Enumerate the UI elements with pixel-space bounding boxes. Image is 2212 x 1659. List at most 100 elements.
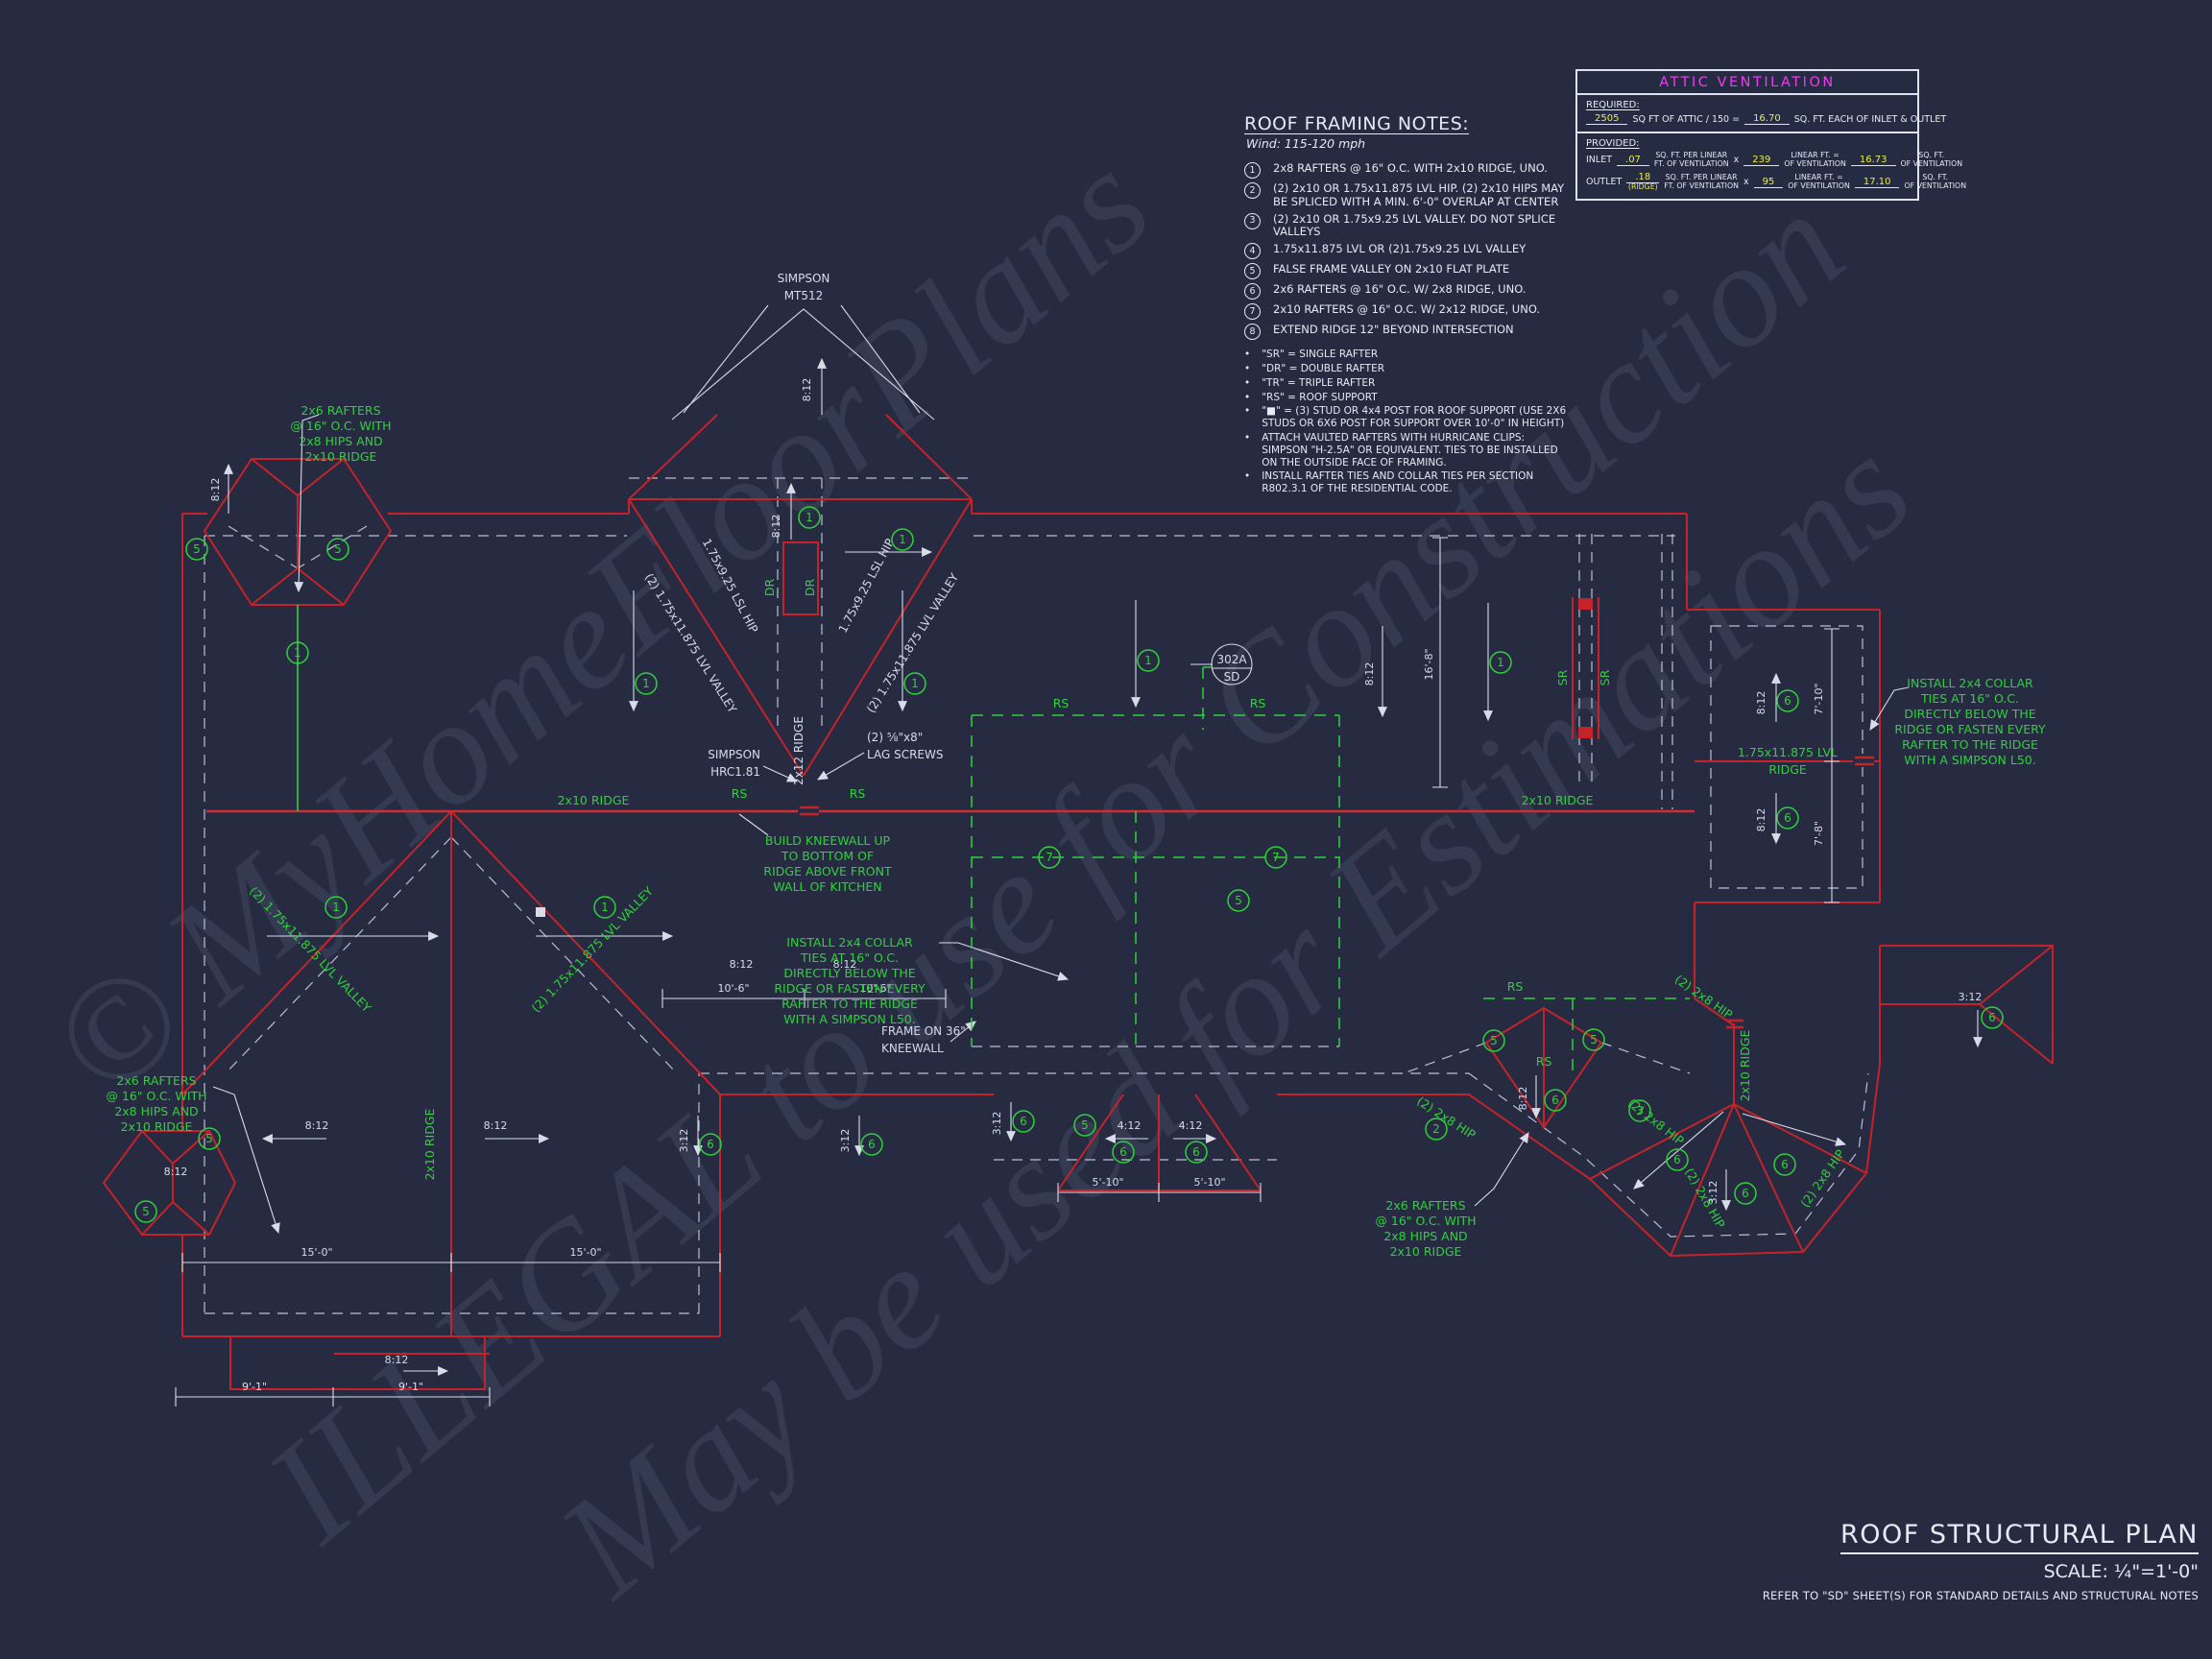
dimension-labels: 15'-0" 15'-0" 9'-1" 9'-1" 5'-10" 5'-10" … xyxy=(242,648,1825,1393)
slope-8-12: 8:12 xyxy=(1517,1087,1529,1111)
svg-text:6: 6 xyxy=(1742,1187,1749,1200)
svg-text:6: 6 xyxy=(1784,694,1791,708)
keynote-8-badge: 8 xyxy=(1244,324,1261,341)
frame-kneewall-note: KNEEWALL xyxy=(881,1042,944,1055)
rs-label: RS xyxy=(850,786,866,801)
green-callout-notes: 2x6 RAFTERS @ 16" O.C. WITH 2x8 HIPS AND… xyxy=(106,403,2046,1259)
svg-text:6: 6 xyxy=(1551,1094,1559,1107)
green-roof-support-lines xyxy=(297,605,1690,1075)
svg-text:6: 6 xyxy=(1020,1115,1027,1128)
rafters-note-top-left: 2x6 RAFTERS @ 16" O.C. WITH 2x8 HIPS AND… xyxy=(290,403,391,464)
dim-5-10: 5'-10" xyxy=(1193,1176,1225,1189)
framing-note-text: 2x8 RAFTERS @ 16" O.C. WITH 2x10 RIDGE, … xyxy=(1273,161,1548,175)
hip-2x8-label: (2) 2x8 HIP xyxy=(1672,972,1736,1022)
sheet-title: ROOF STRUCTURAL PLAN xyxy=(1839,1520,2199,1554)
slope-8-12: 8:12 xyxy=(305,1119,329,1132)
slope-8-12: 8:12 xyxy=(1363,662,1376,686)
slope-8-12: 8:12 xyxy=(801,378,813,402)
slope-8-12: 8:12 xyxy=(209,478,222,502)
bullet-item: "DR" = DOUBLE RAFTER xyxy=(1244,363,1573,375)
svg-text:6: 6 xyxy=(1673,1153,1681,1166)
ridge-label: 2x10 RIDGE xyxy=(1522,793,1594,807)
svg-text:INSTALL 2x4 COLLAR: INSTALL 2x4 COLLAR xyxy=(786,935,913,950)
svg-text:7: 7 xyxy=(1046,851,1053,864)
detail-callout-sheet: SD xyxy=(1224,670,1240,684)
unit-text: FT. OF VENTILATION xyxy=(1653,158,1729,168)
svg-text:2x6 RAFTERS: 2x6 RAFTERS xyxy=(1385,1198,1465,1213)
unit-text: SQ. FT. PER LINEAR xyxy=(1665,172,1738,181)
unit-text: LINEAR FT. = xyxy=(1791,151,1839,159)
post-and-kneewall-symbols xyxy=(536,754,1874,1029)
dim-9-1: 9'-1" xyxy=(242,1381,267,1393)
dim-9-1: 9'-1" xyxy=(398,1381,423,1393)
collar-ties-note-right: INSTALL 2x4 COLLAR TIES AT 16" O.C. DIRE… xyxy=(1894,676,2046,767)
slope-8-12: 8:12 xyxy=(1755,808,1767,832)
keynote-2-badge: 2 xyxy=(1244,182,1261,199)
bullet-icon xyxy=(1244,377,1250,390)
slope-3-12: 3:12 xyxy=(678,1129,690,1153)
slope-8-12: 8:12 xyxy=(484,1119,508,1132)
ridge-label-vertical: 2x10 RIDGE xyxy=(1738,1029,1752,1101)
svg-text:RIDGE ABOVE FRONT: RIDGE ABOVE FRONT xyxy=(763,864,892,878)
framing-note-text: FALSE FRAME VALLEY ON 2x10 FLAT PLATE xyxy=(1273,262,1510,276)
keynote-7-group: 7 7 xyxy=(1038,846,1287,869)
svg-text:5: 5 xyxy=(1235,894,1242,907)
svg-text:6: 6 xyxy=(1192,1145,1200,1159)
keynote-3-group: 3 xyxy=(1628,1099,1651,1122)
simpson-mt512-note: SIMPSON xyxy=(778,272,830,285)
bullet-icon xyxy=(1244,405,1250,430)
sheet-reference-note: REFER TO "SD" SHEET(S) FOR STANDARD DETA… xyxy=(1762,1589,2199,1602)
svg-text:WITH A SIMPSON L50.: WITH A SIMPSON L50. xyxy=(783,1012,915,1026)
slope-4-12: 4:12 xyxy=(1118,1119,1142,1132)
svg-text:6: 6 xyxy=(1119,1145,1127,1159)
dr-label: DR xyxy=(762,579,777,597)
svg-text:@ 16" O.C. WITH: @ 16" O.C. WITH xyxy=(290,419,391,433)
bullet-text: ATTACH VAULTED RAFTERS WITH HURRICANE CL… xyxy=(1262,431,1558,469)
bullet-item: "■" = (3) STUD OR 4x4 POST FOR ROOF SUPP… xyxy=(1244,405,1573,430)
svg-text:5: 5 xyxy=(1490,1034,1498,1047)
ridge-label-vertical: 2x10 RIDGE xyxy=(422,1108,437,1180)
keynote-6-group: 6 6 6 6 6 6 6 6 6 6 6 6 xyxy=(699,689,2004,1205)
svg-text:WALL OF KITCHEN: WALL OF KITCHEN xyxy=(773,879,881,894)
lvl-ridge-label: 1.75x11.875 LVL xyxy=(1738,745,1838,759)
wind-rating: Wind: 115-120 mph xyxy=(1246,136,1366,151)
dim-15-0: 15'-0" xyxy=(569,1246,601,1259)
svg-text:5: 5 xyxy=(205,1132,213,1145)
svg-text:2x10 RIDGE: 2x10 RIDGE xyxy=(1390,1244,1462,1259)
bullet-item: "SR" = SINGLE RAFTER xyxy=(1244,349,1573,361)
rs-label: RS xyxy=(1053,696,1070,710)
sheet-scale: SCALE: ¼"=1'-0" xyxy=(2043,1561,2199,1582)
framing-note-text: 2x10 RAFTERS @ 16" O.C. W/ 2x12 RIDGE, U… xyxy=(1273,302,1541,317)
rafters-note-bottom-right: 2x6 RAFTERS @ 16" O.C. WITH 2x8 HIPS AND… xyxy=(1375,1198,1476,1259)
svg-text:3: 3 xyxy=(1636,1104,1644,1118)
keynote-7-badge: 7 xyxy=(1244,303,1261,321)
bullet-item: ATTACH VAULTED RAFTERS WITH HURRICANE CL… xyxy=(1244,432,1573,469)
svg-text:1: 1 xyxy=(1144,654,1152,667)
inlet-label: INLET xyxy=(1586,155,1613,166)
framing-note-item: 7 2x10 RAFTERS @ 16" O.C. W/ 2x12 RIDGE, … xyxy=(1244,302,1573,321)
unit-text: SQ. FT. xyxy=(1922,172,1949,181)
slope-8-12: 8:12 xyxy=(833,958,857,971)
outlet-rate-sub: (RIDGE) xyxy=(1627,182,1658,192)
bullet-text: "TR" = TRIPLE RAFTER xyxy=(1262,376,1376,389)
outlet-label: OUTLET xyxy=(1586,177,1623,188)
bullet-icon xyxy=(1244,392,1250,404)
svg-text:2: 2 xyxy=(1432,1122,1440,1136)
slope-3-12: 3:12 xyxy=(839,1129,852,1153)
keynote-4-badge: 4 xyxy=(1244,243,1261,260)
roof-red-lines xyxy=(102,414,2054,1390)
unit-text: SQ. FT. PER LINEAR xyxy=(1655,151,1728,159)
bullet-icon xyxy=(1244,363,1250,375)
lsl-hip-label: 1.75x9.25 LSL HIP xyxy=(836,537,898,636)
svg-text:2x10 RIDGE: 2x10 RIDGE xyxy=(121,1119,193,1134)
inlet-total: 16.73 xyxy=(1850,155,1896,166)
simpson-mt512-note: MT512 xyxy=(784,289,824,302)
svg-text:5: 5 xyxy=(334,542,342,556)
ridge-label: 2x10 RIDGE xyxy=(558,793,630,807)
